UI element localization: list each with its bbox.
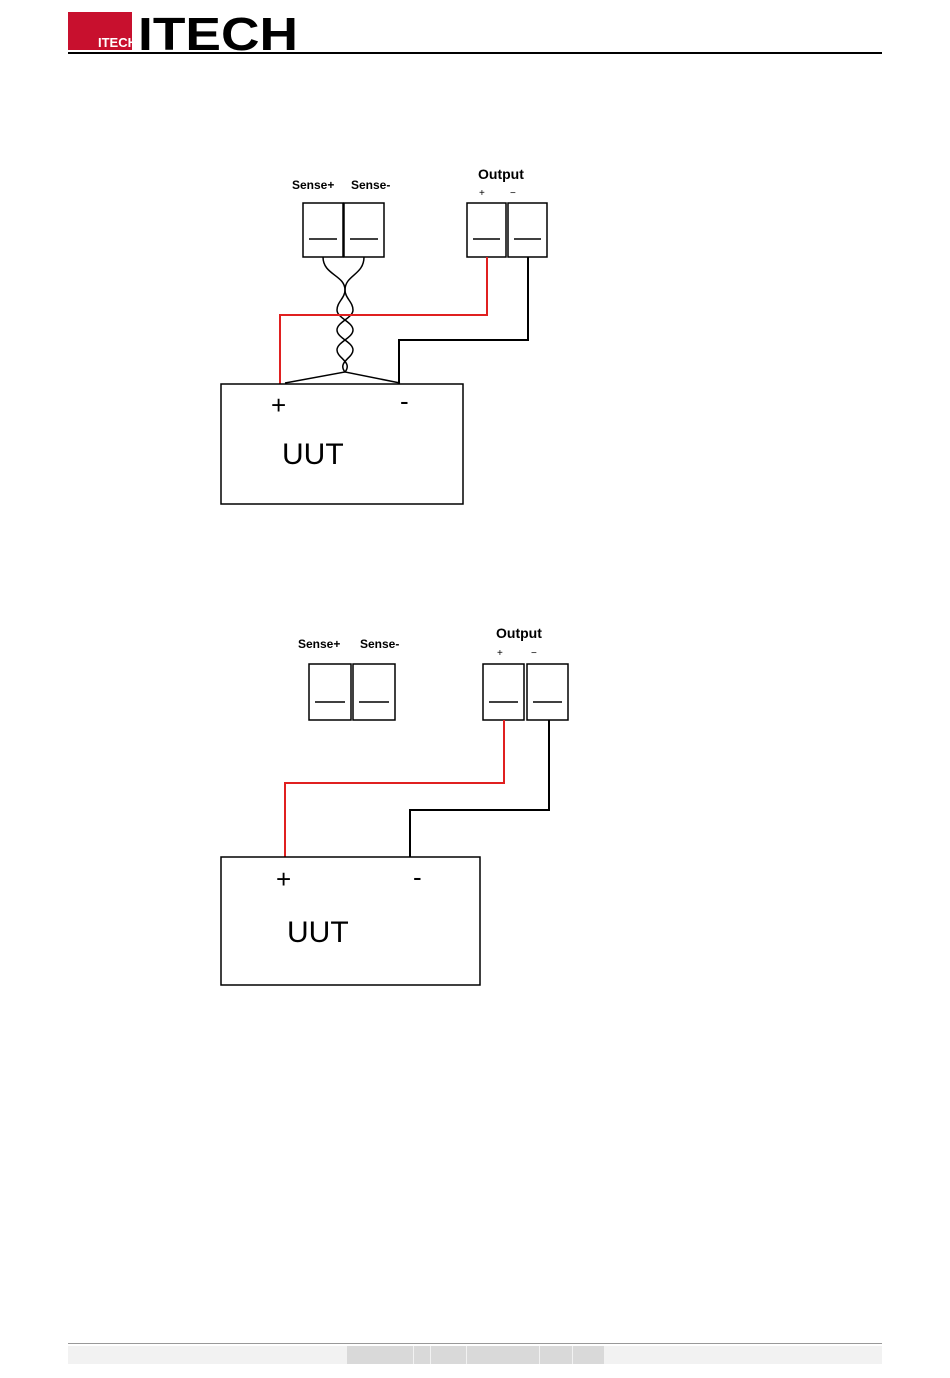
footer-segment xyxy=(540,1346,572,1364)
uut-label: UUT xyxy=(282,438,344,471)
remote-sense-diagram: Sense+ Sense- Output + − + - UUT xyxy=(221,166,547,504)
output-label: Output xyxy=(496,625,542,641)
uut-plus-symbol: + xyxy=(271,390,286,420)
uut-minus-symbol: - xyxy=(400,386,409,416)
output-minus-symbol: − xyxy=(531,648,537,659)
uut-plus-symbol: + xyxy=(276,864,291,894)
sense-minus-label: Sense- xyxy=(360,637,399,651)
footer-segment xyxy=(467,1346,539,1364)
uut-box xyxy=(221,857,480,985)
negative-output-wire xyxy=(410,720,549,857)
output-minus-terminal xyxy=(527,664,568,720)
uut-label: UUT xyxy=(287,916,349,949)
footer-segment xyxy=(573,1346,604,1364)
sense-minus-label: Sense- xyxy=(351,178,390,192)
local-sense-diagram: Sense+ Sense- Output + − + - UUT xyxy=(221,625,568,985)
positive-output-wire xyxy=(280,257,487,384)
output-plus-terminal xyxy=(467,203,506,257)
output-plus-symbol: + xyxy=(479,188,485,199)
footer-segment xyxy=(431,1346,466,1364)
output-minus-terminal xyxy=(508,203,547,257)
sense-plus-label: Sense+ xyxy=(298,637,340,651)
footer-segment xyxy=(414,1346,430,1364)
positive-output-wire xyxy=(285,720,504,857)
footer-segment xyxy=(347,1346,413,1364)
output-plus-symbol: + xyxy=(497,648,503,659)
negative-output-wire xyxy=(399,257,528,384)
sense-minus-terminal xyxy=(344,203,384,257)
sense-plus-terminal xyxy=(303,203,343,257)
output-minus-symbol: − xyxy=(510,188,516,199)
output-plus-terminal xyxy=(483,664,524,720)
sense-plus-label: Sense+ xyxy=(292,178,334,192)
footer-rule xyxy=(68,1343,882,1344)
sense-minus-terminal xyxy=(353,664,395,720)
output-label: Output xyxy=(478,166,524,182)
uut-minus-symbol: - xyxy=(413,862,422,892)
sense-plus-terminal xyxy=(309,664,351,720)
